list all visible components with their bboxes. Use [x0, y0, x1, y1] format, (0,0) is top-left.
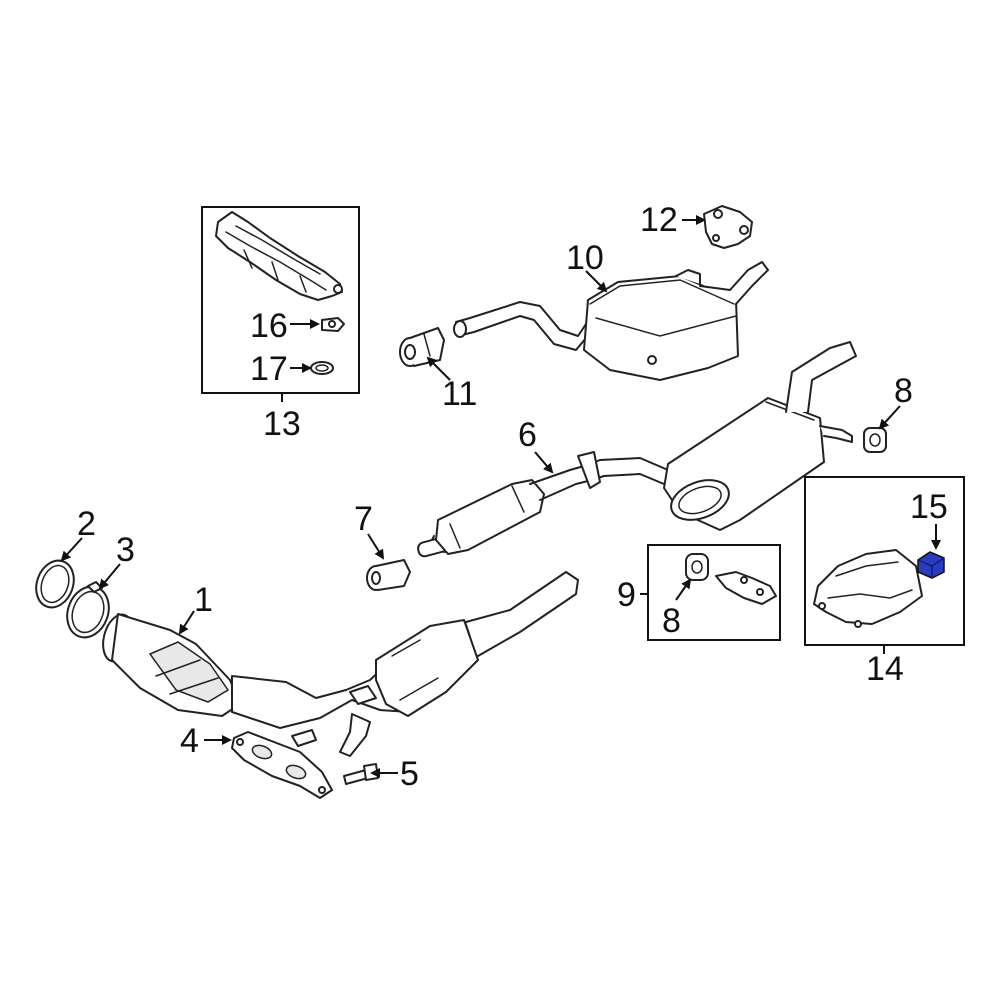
part-14-heat-shield[interactable]	[813, 549, 923, 628]
part-6-rear-silencer[interactable]	[663, 341, 857, 531]
callout-6: 6	[518, 416, 537, 454]
box-14	[804, 476, 965, 654]
box-13	[201, 206, 360, 402]
leader-lines	[60, 215, 941, 778]
part-16-clip[interactable]	[321, 317, 345, 332]
callout-9: 9	[617, 576, 636, 614]
callout-16: 16	[250, 307, 288, 345]
callout-3: 3	[116, 531, 135, 569]
part-7-clamp[interactable]	[366, 559, 411, 591]
callout-11: 11	[442, 375, 477, 413]
part-17-washer[interactable]	[310, 361, 334, 375]
part-10-rear-muffler[interactable]	[453, 261, 769, 381]
callout-15: 15	[910, 488, 948, 526]
part-6-intermediate-pipe[interactable]	[417, 451, 669, 558]
part-15-nut[interactable]	[917, 551, 945, 579]
part-1-catalytic-converter[interactable]	[98, 571, 579, 757]
callout-12: 12	[640, 201, 678, 239]
callout-14: 14	[866, 650, 904, 688]
part-3-clamp[interactable]	[60, 581, 115, 644]
callout-13: 13	[263, 405, 301, 443]
heat-shield-part-13[interactable]	[215, 211, 343, 301]
part-8-hanger-lower[interactable]	[685, 553, 709, 581]
callout-4: 4	[180, 722, 199, 760]
callout-7: 7	[354, 500, 373, 538]
box-9	[640, 544, 781, 641]
callout-8-upper: 8	[894, 372, 913, 410]
callout-1: 1	[194, 581, 213, 619]
part-11-clamp[interactable]	[399, 327, 445, 367]
callout-17: 17	[250, 350, 288, 388]
callout-8-lower: 8	[662, 602, 681, 640]
part-4-gasket-plate[interactable]	[231, 731, 333, 799]
part-8-hanger-upper[interactable]	[863, 427, 887, 453]
callout-5: 5	[400, 755, 419, 793]
callout-2: 2	[77, 505, 96, 543]
part-12-bracket[interactable]	[703, 205, 753, 249]
part-9-hanger-bracket[interactable]	[715, 571, 777, 605]
callout-10: 10	[566, 239, 604, 277]
